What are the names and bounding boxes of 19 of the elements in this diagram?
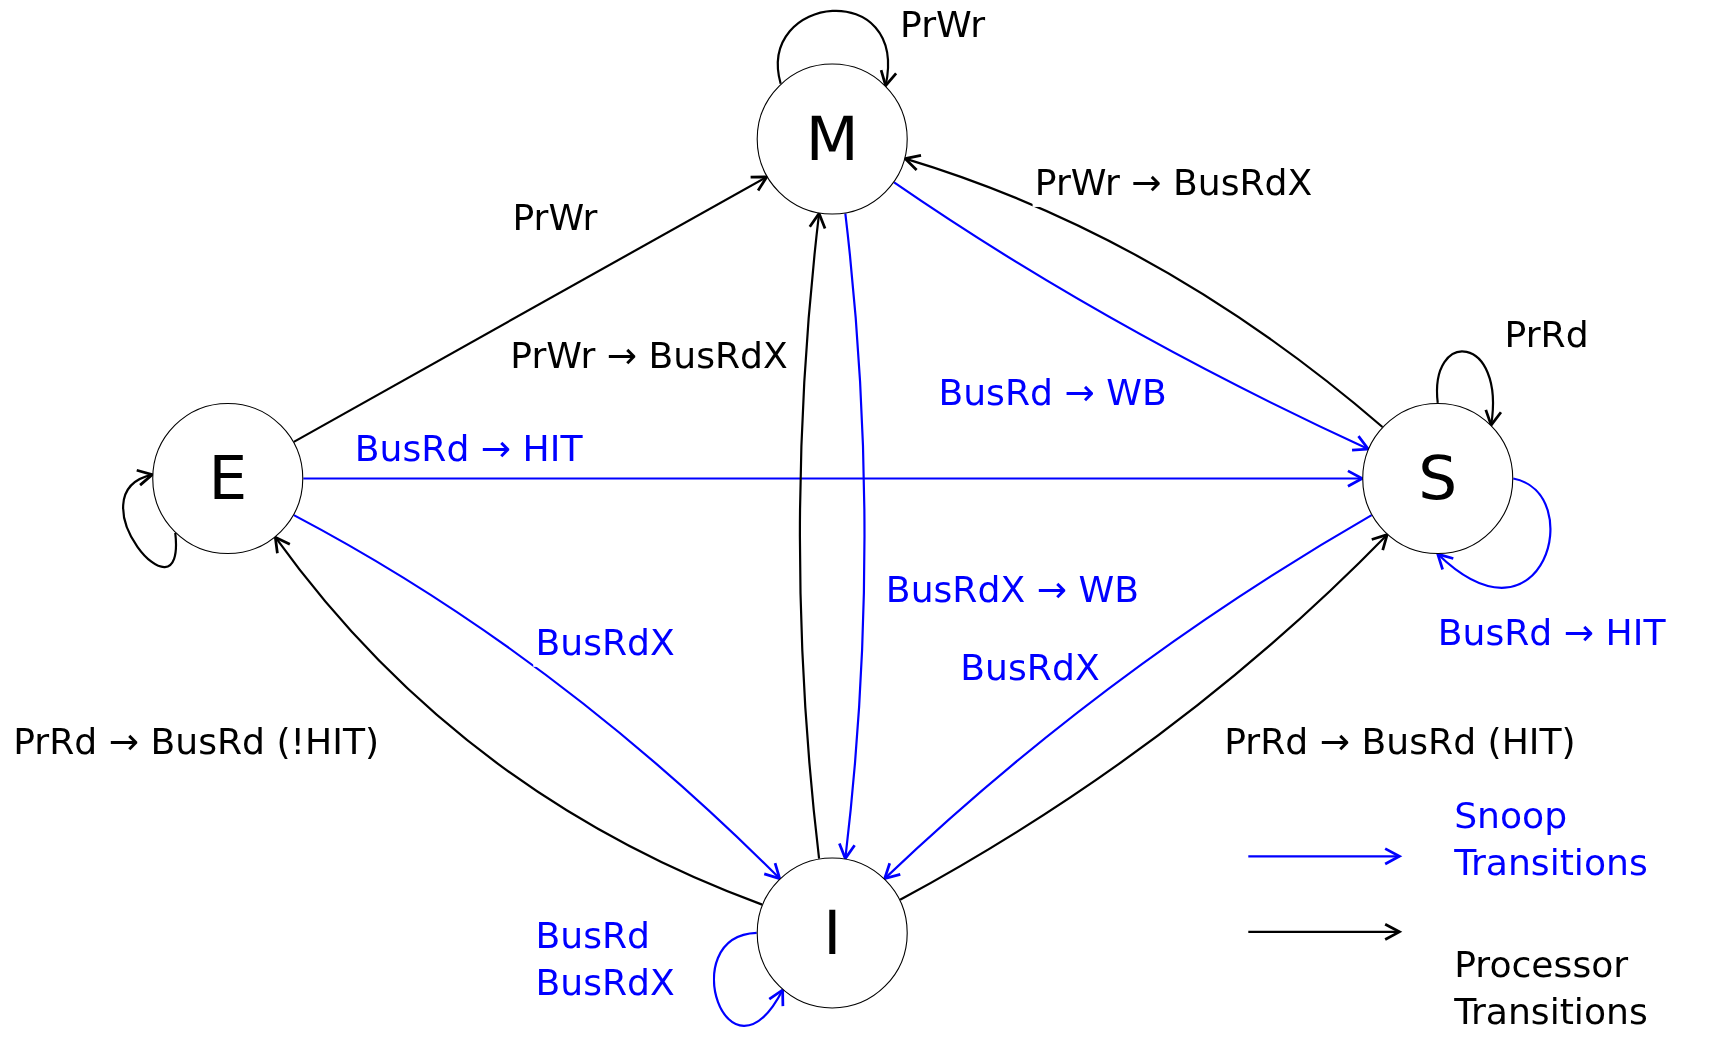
state-label: I — [823, 902, 842, 964]
transition-arrow — [1436, 477, 1552, 589]
transition-arrow — [899, 533, 1389, 901]
state-label: S — [1418, 447, 1458, 510]
transition-arrow — [903, 154, 1384, 428]
state-label: E — [208, 447, 248, 510]
transition-arrow — [122, 471, 177, 569]
transition-arrow — [837, 213, 866, 860]
transition-arrow — [303, 469, 1364, 488]
transition-arrow — [883, 514, 1373, 880]
transition-arrow — [776, 9, 896, 87]
transition-arrow — [798, 212, 827, 859]
transition-arrow — [893, 181, 1370, 452]
transition-arrow — [273, 535, 763, 906]
transition-arrow — [713, 931, 784, 1027]
transition-arrow — [293, 175, 769, 443]
state-label: M — [805, 108, 859, 170]
transition-arrow — [293, 514, 782, 880]
transition-arrow — [1436, 350, 1502, 427]
